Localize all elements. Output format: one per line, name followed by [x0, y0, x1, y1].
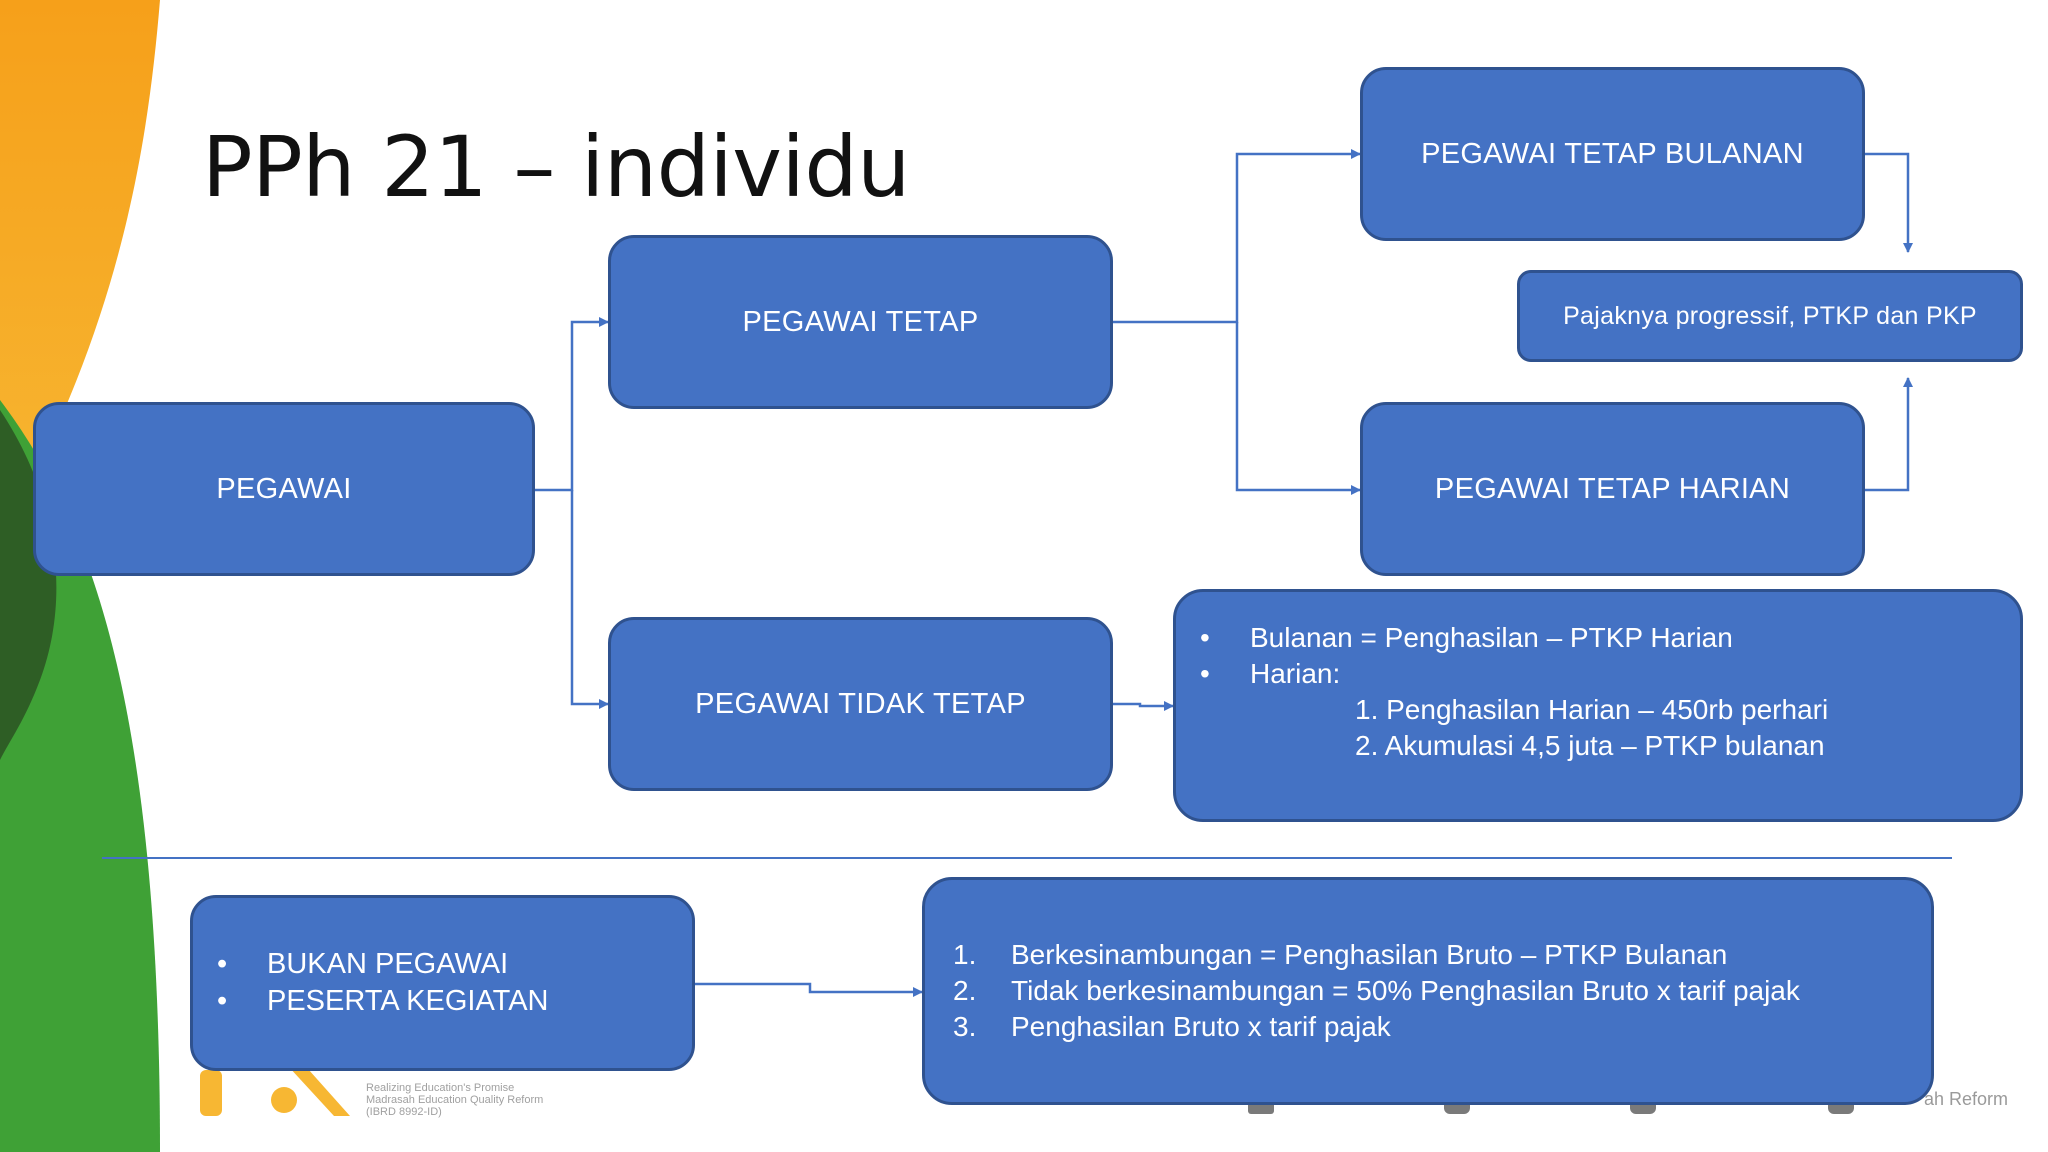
footer-tagline: Realizing Education's Promise Madrasah E…	[366, 1082, 543, 1118]
bullet-peserta-kegiatan: PESERTA KEGIATAN	[217, 983, 549, 1020]
node-pegawai-tidak-tetap: PEGAWAI TIDAK TETAP	[608, 617, 1113, 791]
dark-green-accent-shape	[0, 410, 57, 760]
reform-logo	[200, 1060, 350, 1116]
connector-tidak-tetap-to-detail	[1113, 701, 1174, 711]
detail-item-3-num: 3.	[953, 1011, 977, 1042]
bukan-pegawai-detail-list: 1. Berkesinambungan = Penghasilan Bruto …	[953, 937, 1800, 1045]
connector-tetap-to-bulanan	[1113, 149, 1361, 324]
detail-item-1: 1. Berkesinambungan = Penghasilan Bruto …	[953, 937, 1800, 973]
harian-sub-item-1: 1. Penghasilan Harian – 450rb perhari	[1355, 694, 1829, 725]
node-pegawai-tetap: PEGAWAI TETAP	[608, 235, 1113, 409]
detail-item-3-text: Penghasilan Bruto x tarif pajak	[1011, 1011, 1391, 1042]
bullet-bulanan: Bulanan = Penghasilan – PTKP Harian	[1200, 620, 1828, 656]
detail-item-1-text: Berkesinambungan = Penghasilan Bruto – P…	[1011, 939, 1728, 970]
connector-bulanan-to-note	[1865, 152, 1913, 253]
node-pegawai-tetap-bulanan-label: PEGAWAI TETAP BULANAN	[1421, 137, 1804, 170]
bullet-bukan-pegawai: BUKAN PEGAWAI	[217, 946, 549, 983]
connector-tetap-to-harian	[1235, 322, 1361, 495]
tidak-tetap-detail-content: Bulanan = Penghasilan – PTKP Harian Hari…	[1200, 620, 1828, 764]
bukan-pegawai-bullets: BUKAN PEGAWAI PESERTA KEGIATAN	[217, 946, 549, 1020]
node-pegawai-label: PEGAWAI	[216, 472, 352, 505]
detail-item-3: 3. Penghasilan Bruto x tarif pajak	[953, 1009, 1800, 1045]
node-pegawai-tetap-harian: PEGAWAI TETAP HARIAN	[1360, 402, 1865, 576]
slide-title: PPh 21 – individu	[202, 118, 910, 216]
connector-pegawai-to-tetap	[535, 317, 609, 492]
node-pegawai-tidak-tetap-label: PEGAWAI TIDAK TETAP	[695, 687, 1026, 720]
node-tidak-tetap-detail: Bulanan = Penghasilan – PTKP Harian Hari…	[1173, 589, 2023, 822]
node-pajak-note-label: Pajaknya progressif, PTKP dan PKP	[1563, 301, 1977, 330]
connector-bukan-to-detail	[695, 982, 923, 997]
tidak-tetap-bullets: Bulanan = Penghasilan – PTKP Harian Hari…	[1200, 620, 1828, 692]
node-pegawai-tetap-harian-label: PEGAWAI TETAP HARIAN	[1434, 472, 1791, 505]
footer-tagline-line-2: Madrasah Education Quality Reform	[366, 1094, 544, 1106]
footer-tagline-line-3: (IBRD 8992-ID)	[366, 1106, 442, 1118]
node-bukan-pegawai: BUKAN PEGAWAI PESERTA KEGIATAN	[190, 895, 695, 1071]
bullet-harian: Harian:	[1200, 656, 1828, 692]
detail-item-1-num: 1.	[953, 939, 977, 970]
harian-sub-list: 1. Penghasilan Harian – 450rb perhari 2.…	[1200, 692, 1828, 764]
footer-tagline-line-1: Realizing Education's Promise	[366, 1082, 515, 1094]
connector-pegawai-to-tidak-tetap	[570, 490, 609, 709]
node-pegawai: PEGAWAI	[33, 402, 535, 576]
footer-social-text: ah Reform	[1924, 1089, 2009, 1109]
node-bukan-pegawai-detail: 1. Berkesinambungan = Penghasilan Bruto …	[922, 877, 1934, 1105]
detail-item-2: 2. Tidak berkesinambungan = 50% Penghasi…	[953, 973, 1800, 1009]
node-pegawai-tetap-label: PEGAWAI TETAP	[742, 305, 979, 338]
detail-item-2-num: 2.	[953, 975, 977, 1006]
node-pegawai-tetap-bulanan: PEGAWAI TETAP BULANAN	[1360, 67, 1865, 241]
node-pajak-note: Pajaknya progressif, PTKP dan PKP	[1517, 270, 2023, 362]
connector-harian-to-note	[1865, 377, 1913, 492]
detail-item-2-text: Tidak berkesinambungan = 50% Penghasilan…	[1011, 975, 1800, 1006]
harian-sub-item-2: 2. Akumulasi 4,5 juta – PTKP bulanan	[1355, 730, 1825, 761]
